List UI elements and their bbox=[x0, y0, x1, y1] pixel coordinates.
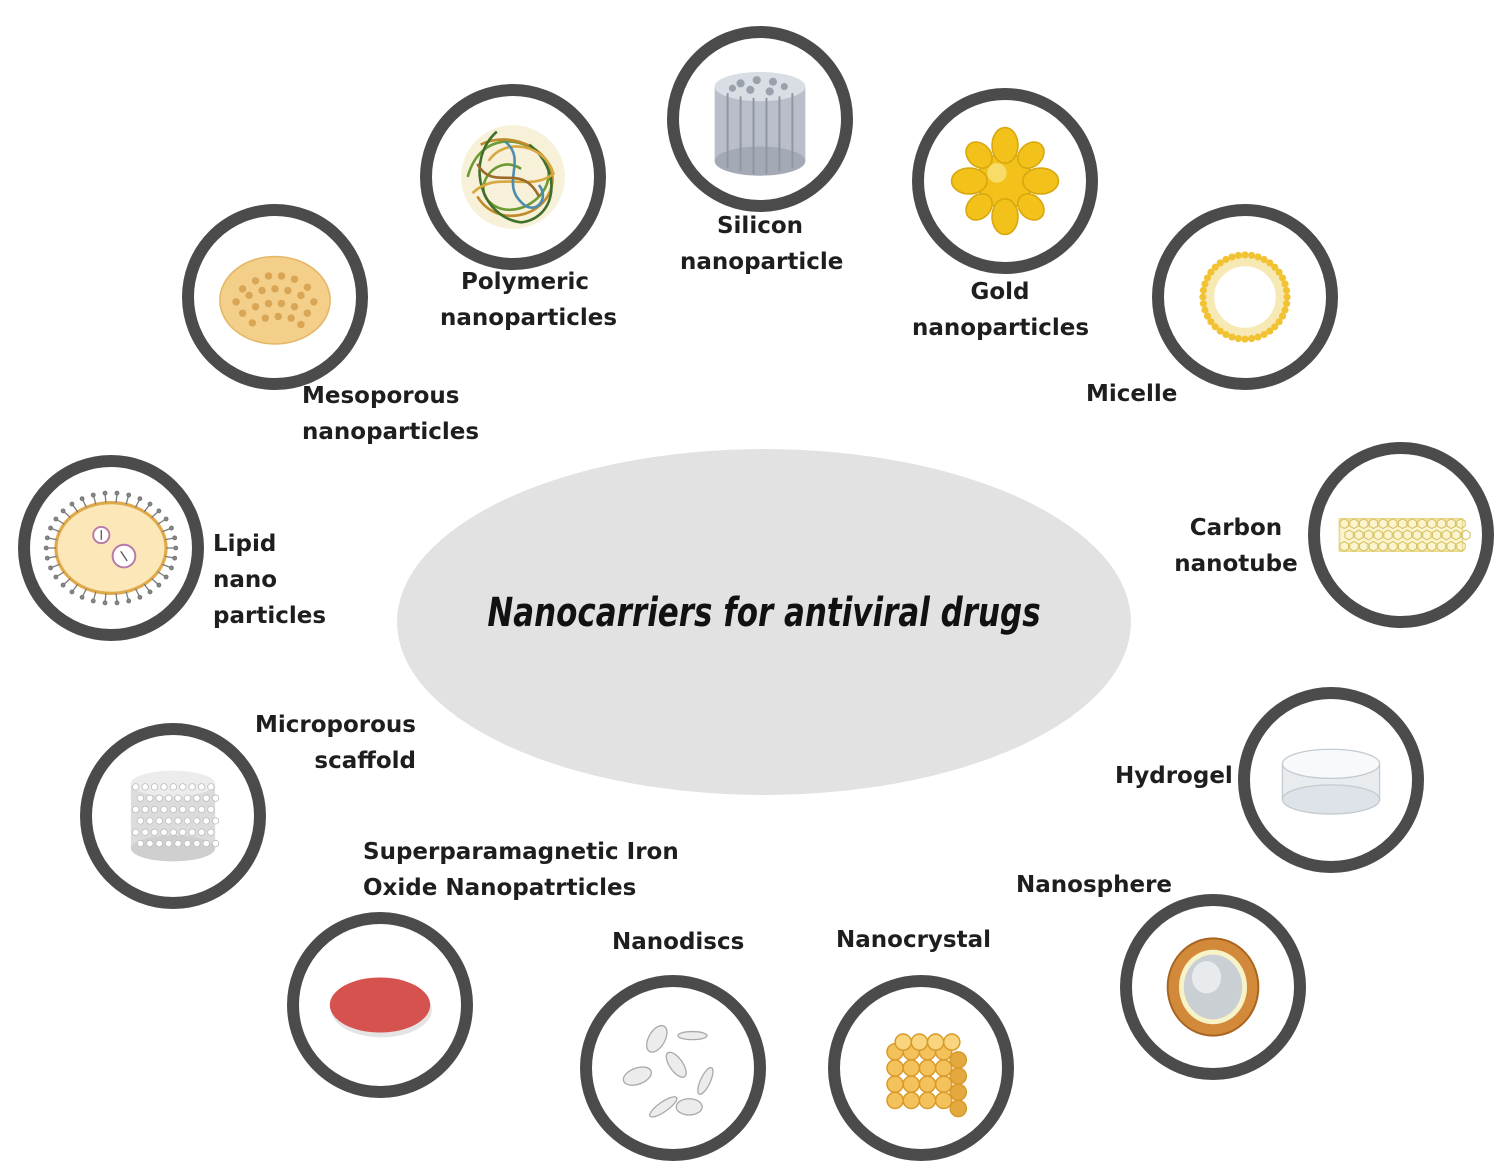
lipid-ring bbox=[18, 455, 204, 641]
microporous-scaffold-icon bbox=[130, 770, 220, 862]
nanocrystal-ring bbox=[828, 975, 1014, 1161]
diagram-title: Nanocarriers for antiviral drugs bbox=[487, 590, 1041, 636]
nanosphere-icon bbox=[1166, 937, 1260, 1037]
silicon-nanoparticle-icon bbox=[714, 72, 806, 176]
hydrogel-icon bbox=[1281, 748, 1381, 815]
nanosphere-ring bbox=[1120, 894, 1306, 1080]
polymeric-ring bbox=[420, 84, 606, 270]
iron-oxide-nanoparticle-icon bbox=[329, 977, 432, 1038]
mesoporous-nanoparticle-icon bbox=[219, 255, 331, 345]
nanodiscs-icon bbox=[622, 1024, 714, 1118]
micelle-icon bbox=[1199, 251, 1291, 343]
micelle-ring bbox=[1152, 204, 1338, 390]
gold-nanoparticle-icon bbox=[950, 126, 1060, 236]
carbon-ring bbox=[1308, 442, 1494, 628]
center-ellipse bbox=[397, 449, 1131, 795]
label-hydrogel: Hydrogel bbox=[1115, 763, 1233, 789]
label-micelle: Micelle bbox=[1086, 381, 1178, 407]
gold-ring bbox=[912, 88, 1098, 274]
silicon-ring bbox=[667, 26, 853, 212]
hydrogel-ring bbox=[1238, 687, 1424, 873]
carbon-nanotube-icon bbox=[1338, 517, 1471, 553]
spion-ring bbox=[287, 912, 473, 1098]
nanodiscs-ring bbox=[580, 975, 766, 1161]
label-nanodiscs: Nanodiscs bbox=[612, 929, 745, 955]
polymeric-nanoparticle-icon bbox=[461, 125, 565, 229]
microporous-ring bbox=[80, 723, 266, 909]
label-nanosphere: Nanosphere bbox=[1016, 872, 1173, 898]
mesoporous-ring bbox=[182, 204, 368, 390]
nanocrystal-icon bbox=[886, 1033, 968, 1118]
lipid-nanoparticle-icon bbox=[43, 490, 179, 606]
label-nanocrystal: Nanocrystal bbox=[836, 927, 992, 953]
